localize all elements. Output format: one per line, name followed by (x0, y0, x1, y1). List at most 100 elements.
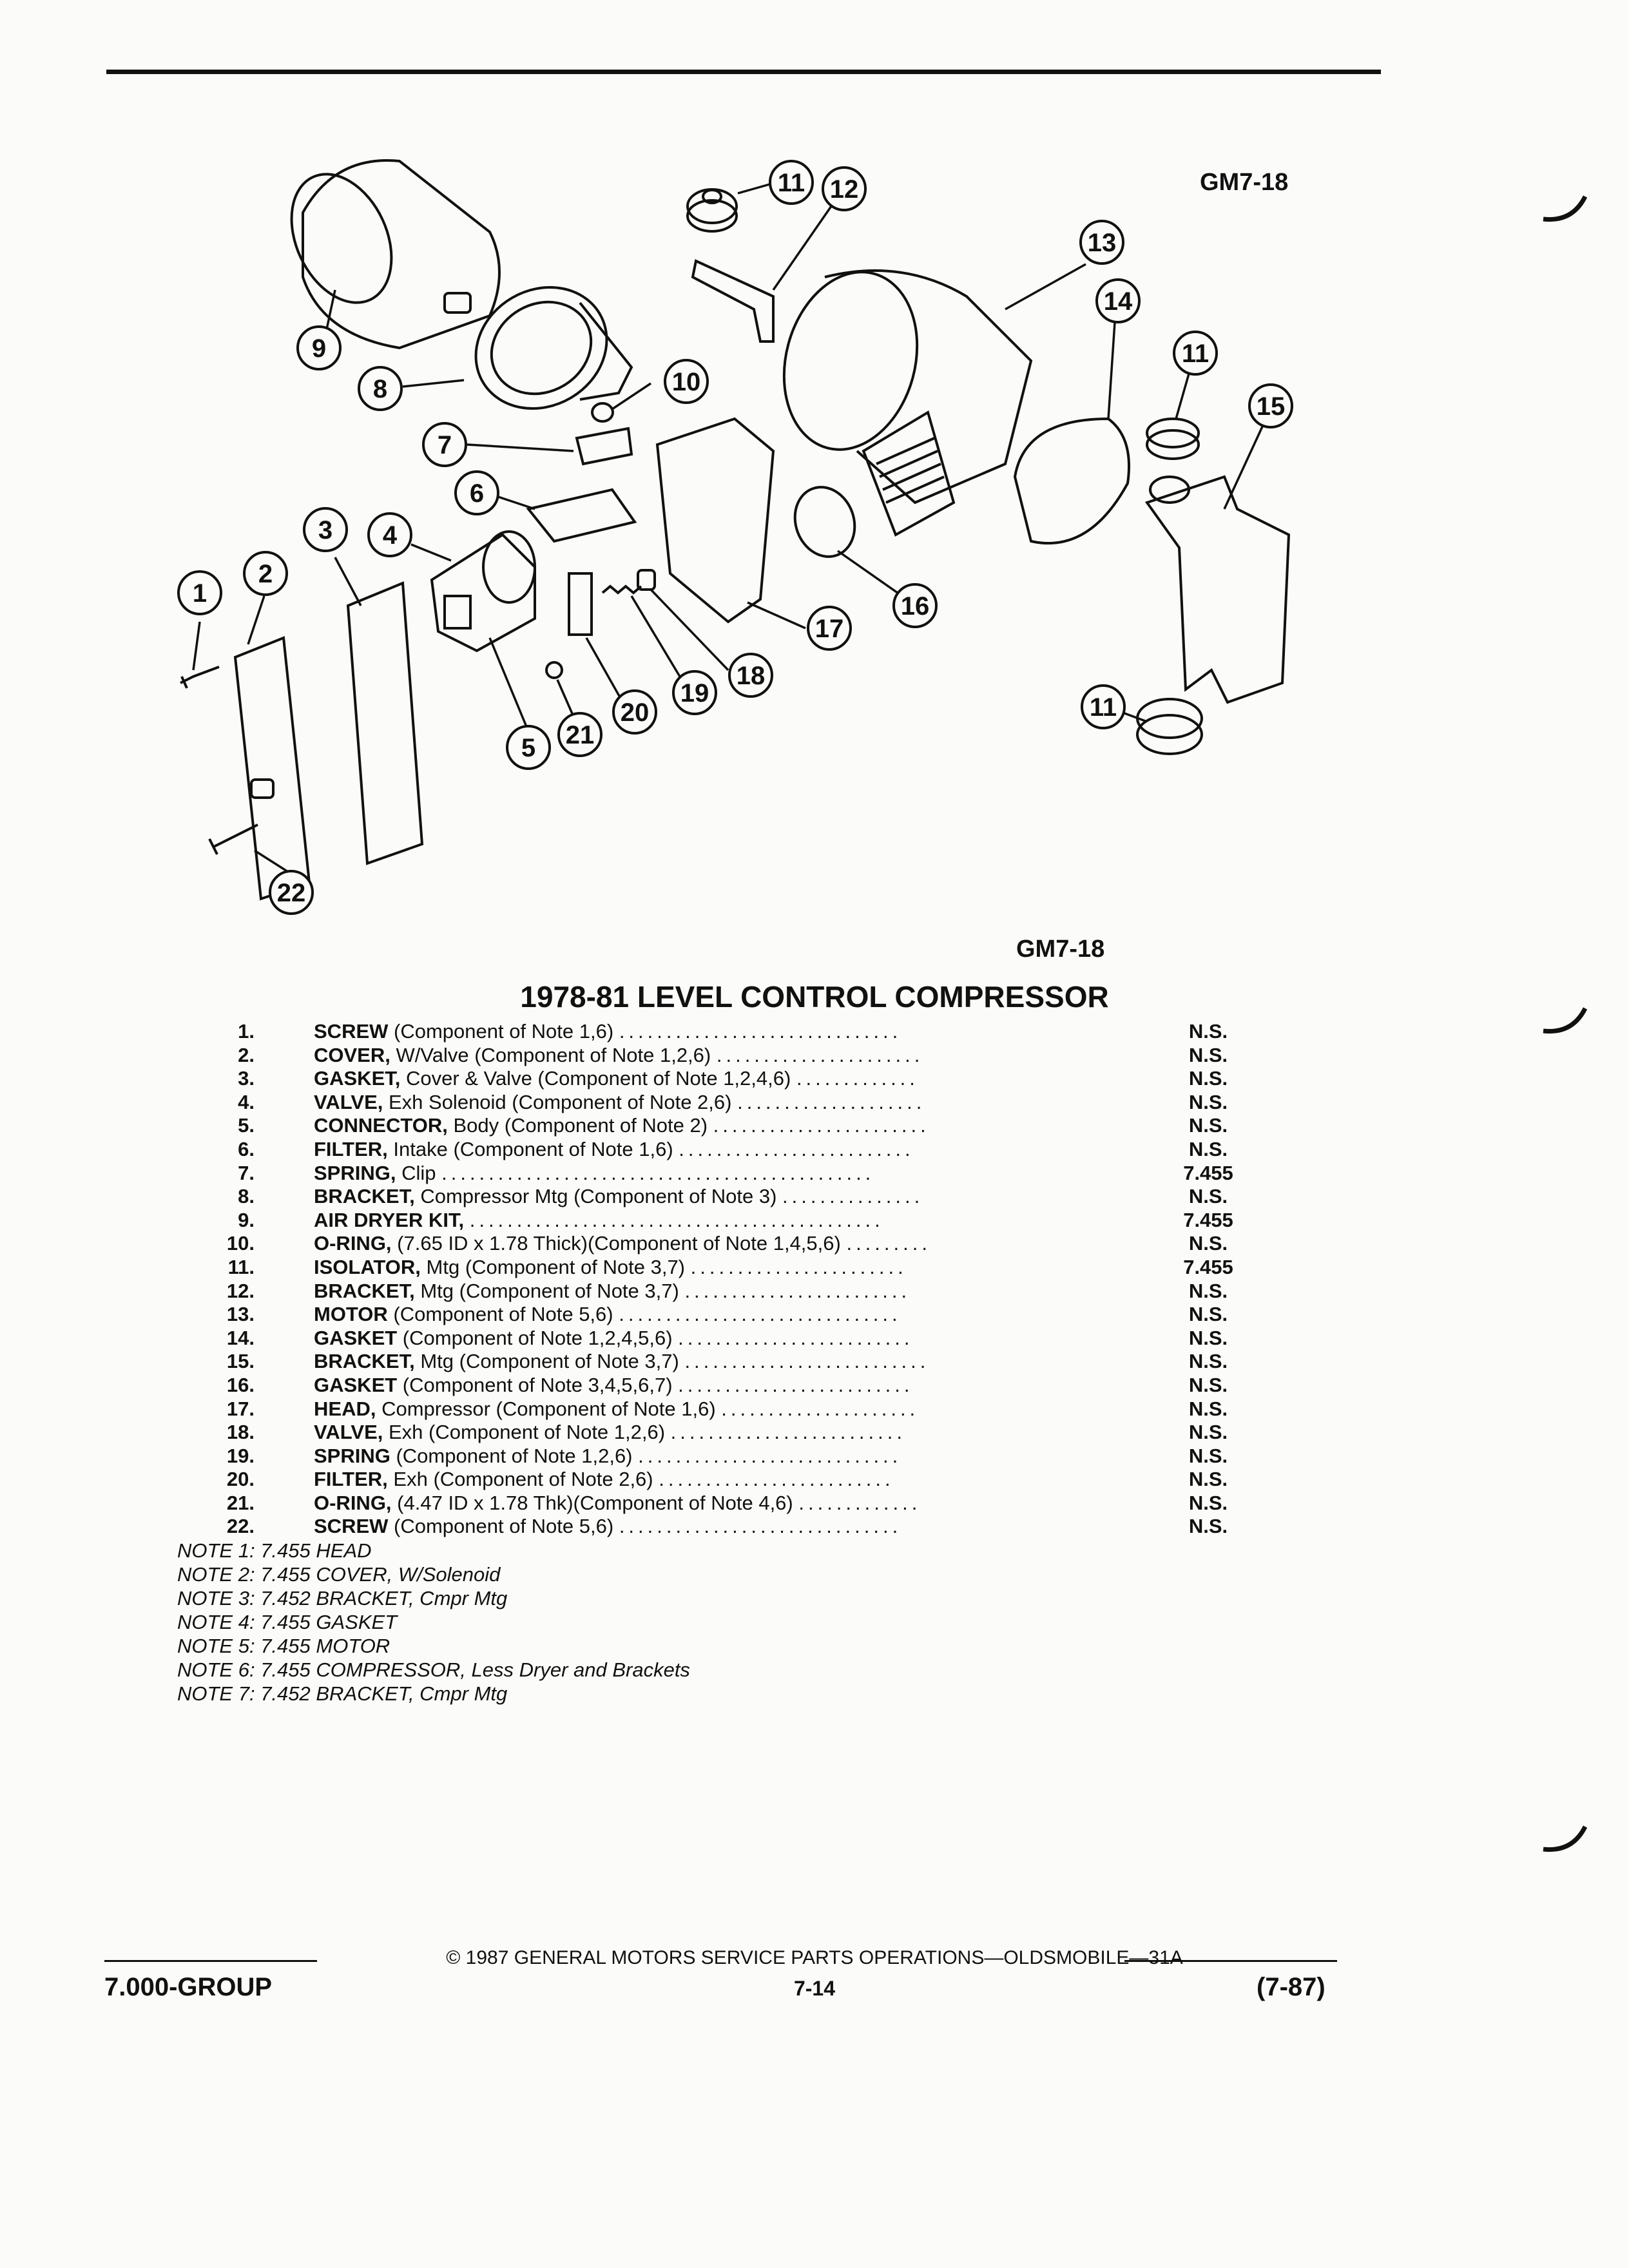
motor-gasket-drawing (1013, 417, 1130, 545)
bracket-15-drawing (1144, 475, 1291, 704)
parts-row: 20.FILTER, Exh (Component of Note 2,6) .… (226, 1468, 1228, 1491)
parts-row: 18.VALVE, Exh (Component of Note 1,2,6) … (226, 1421, 1228, 1444)
parts-row: 3.GASKET, Cover & Valve (Component of No… (238, 1067, 1228, 1090)
callout-8: 8 (358, 366, 403, 411)
parts-row: 9.AIR DRYER KIT, .......................… (238, 1208, 1233, 1231)
callout-15: 15 (1248, 383, 1293, 428)
parts-row: 2.COVER, W/Valve (Component of Note 1,2,… (238, 1043, 1228, 1066)
svg-text:17: 17 (815, 615, 844, 643)
svg-text:9: 9 (312, 334, 326, 363)
motor-drawing (782, 269, 1033, 537)
parts-row: 15.BRACKET, Mtg (Component of Note 3,7) … (226, 1350, 1228, 1373)
svg-text:16: 16 (901, 592, 930, 620)
parts-row: 10.O-RING, (7.65 ID x 1.78 Thick)(Compon… (226, 1232, 1228, 1255)
parts-row: 11.ISOLATOR, Mtg (Component of Note 3,7)… (227, 1255, 1233, 1278)
parts-row: 4.VALVE, Exh Solenoid (Component of Note… (238, 1090, 1228, 1113)
callout-10: 10 (664, 359, 709, 404)
svg-text:8: 8 (373, 375, 387, 403)
binding-mark (1543, 1007, 1588, 1034)
figure-code-bottom: GM7-18 (1016, 936, 1105, 963)
svg-text:13: 13 (1088, 229, 1117, 257)
copyright-text: © 1987 GENERAL MOTORS SERVICE PARTS OPER… (446, 1947, 1183, 1968)
group-label: 7.000-GROUP (104, 1973, 273, 2001)
callout-19: 19 (672, 670, 717, 715)
parts-row: 6.FILTER, Intake (Component of Note 1,6)… (238, 1137, 1228, 1160)
screw-22-drawing (208, 823, 258, 855)
callout-12: 12 (822, 166, 867, 211)
parts-row: 8.BRACKET, Compressor Mtg (Component of … (238, 1185, 1228, 1208)
callout-11-top: 11 (769, 160, 814, 205)
cover-gasket-drawing (346, 581, 424, 865)
callout-5: 5 (506, 725, 551, 770)
callout-16: 16 (892, 583, 938, 628)
parts-row: 21.O-RING, (4.47 ID x 1.78 Thk)(Componen… (226, 1491, 1228, 1514)
bracket-12-drawing (691, 259, 775, 343)
note-line: NOTE 5: 7.455 MOTOR (177, 1635, 390, 1657)
callout-18: 18 (728, 653, 773, 698)
parts-row: 12.BRACKET, Mtg (Component of Note 3,7) … (226, 1279, 1228, 1302)
callout-3: 3 (303, 507, 348, 552)
spring-19-drawing (601, 584, 642, 595)
binding-mark (1543, 195, 1588, 222)
callout-11-bottom: 11 (1081, 684, 1126, 729)
callout-6: 6 (454, 470, 499, 515)
air-dryer-drawing (290, 159, 501, 350)
svg-text:18: 18 (737, 662, 766, 690)
note-line: NOTE 7: 7.452 BRACKET, Cmpr Mtg (177, 1682, 508, 1705)
svg-text:5: 5 (521, 734, 535, 762)
svg-text:4: 4 (383, 521, 398, 550)
callout-13: 13 (1079, 220, 1124, 265)
svg-text:1: 1 (193, 579, 207, 608)
footer-rule-left (104, 1960, 317, 1962)
callout-2: 2 (243, 551, 288, 596)
page-number: 7-14 (793, 1977, 836, 2000)
svg-text:6: 6 (470, 479, 484, 508)
callout-14: 14 (1095, 278, 1141, 323)
screw-1-drawing (180, 666, 220, 689)
parts-row: 17.HEAD, Compressor (Component of Note 1… (226, 1397, 1228, 1420)
svg-text:2: 2 (258, 560, 273, 588)
parts-row: 5.CONNECTOR, Body (Component of Note 2) … (238, 1114, 1228, 1137)
callout-20: 20 (612, 689, 657, 735)
top-rule (106, 70, 1381, 74)
svg-text:19: 19 (680, 679, 709, 707)
compressor-head-drawing (655, 417, 775, 624)
spring-clip-drawing (575, 427, 633, 466)
callout-4: 4 (367, 512, 412, 557)
o-ring-21-drawing (545, 661, 563, 679)
head-gasket-drawing (793, 486, 856, 558)
mounting-ring-drawing (474, 286, 633, 410)
note-line: NOTE 4: 7.455 GASKET (177, 1611, 398, 1633)
footer-rule-right (1124, 1960, 1337, 1962)
svg-text:11: 11 (1182, 340, 1209, 368)
exhaust-filter-drawing (568, 572, 593, 636)
solenoid-drawing (430, 530, 536, 653)
exhaust-valve-drawing (637, 569, 656, 591)
section-title: 1978-81 LEVEL CONTROL COMPRESSOR (520, 980, 1109, 1014)
svg-text:10: 10 (672, 368, 701, 396)
parts-row: 19.SPRING (Component of Note 1,2,6) ....… (226, 1444, 1228, 1467)
parts-row: 16.GASKET (Component of Note 3,4,5,6,7) … (226, 1373, 1228, 1396)
svg-text:22: 22 (277, 879, 306, 907)
callout-17: 17 (807, 606, 852, 651)
callout-21: 21 (557, 712, 602, 757)
figure-code-top: GM7-18 (1200, 169, 1289, 196)
isolator-bottom-drawing (1136, 698, 1203, 755)
parts-list: 1.SCREW (Component of Note 1,6) ........… (174, 1020, 1237, 1539)
svg-text:7: 7 (438, 431, 452, 459)
svg-text:12: 12 (830, 175, 859, 204)
parts-row: 22.SCREW (Component of Note 5,6) .......… (226, 1515, 1228, 1538)
isolator-top-drawing (686, 188, 738, 233)
parts-row: 14.GASKET (Component of Note 1,2,4,5,6) … (226, 1326, 1228, 1349)
note-line: NOTE 6: 7.455 COMPRESSOR, Less Dryer and… (177, 1658, 690, 1681)
cover-drawing (233, 636, 311, 901)
exploded-parts-diagram: 1 2 3 4 5 6 7 8 9 10 11 11 11 12 13 14 1… (177, 159, 1293, 915)
note-line: NOTE 1: 7.455 HEAD (177, 1539, 372, 1562)
intake-filter-drawing (526, 488, 637, 543)
callout-22: 22 (269, 870, 314, 915)
svg-text:20: 20 (621, 698, 650, 727)
svg-text:15: 15 (1257, 392, 1286, 421)
parts-row: 1.SCREW (Component of Note 1,6) ........… (238, 1020, 1228, 1043)
note-line: NOTE 3: 7.452 BRACKET, Cmpr Mtg (177, 1587, 508, 1610)
isolator-right-drawing (1146, 418, 1200, 460)
